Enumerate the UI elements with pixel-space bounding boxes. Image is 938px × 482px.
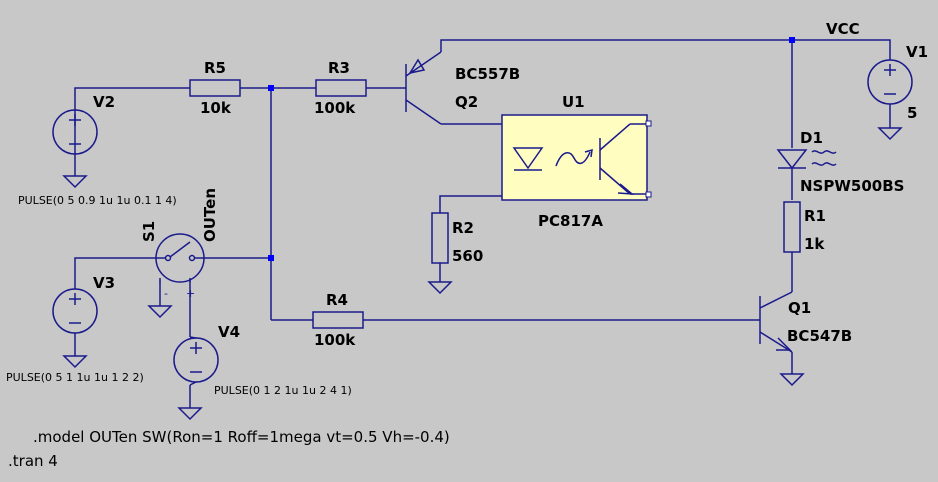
ground-icon — [780, 367, 804, 386]
resistor-r3[interactable]: R3 100k — [314, 59, 367, 117]
q1-name: Q1 — [788, 299, 811, 317]
optocoupler-u1[interactable]: U1 PC817A — [501, 93, 652, 230]
r2-name: R2 — [452, 219, 474, 237]
ground-icon — [63, 349, 87, 368]
resistor-r5[interactable]: R5 10k — [189, 59, 241, 117]
r4-value: 100k — [314, 331, 356, 349]
ground-icon — [878, 121, 902, 140]
ground-icon — [63, 169, 87, 188]
v1-name: V1 — [906, 43, 928, 61]
q2-value: BC557B — [455, 65, 520, 83]
r3-value: 100k — [314, 99, 356, 117]
r5-value: 10k — [200, 99, 232, 117]
resistor-r1[interactable]: R1 1k — [783, 201, 826, 253]
resistor-r2[interactable]: R2 560 — [431, 212, 483, 276]
source-v1[interactable]: V1 5 — [867, 43, 928, 122]
q2-name: Q2 — [455, 93, 478, 111]
u1-name: U1 — [562, 93, 585, 111]
v1-value: 5 — [907, 104, 917, 122]
s1-name: S1 — [140, 221, 158, 242]
u1-value: PC817A — [538, 212, 603, 230]
s1-value: OUTen — [201, 188, 219, 242]
s1-minus: - — [164, 287, 168, 300]
v2-name: V2 — [93, 93, 115, 111]
s1-plus: + — [186, 287, 195, 300]
tran-directive[interactable]: .tran 4 — [8, 452, 58, 470]
d1-name: D1 — [800, 129, 823, 147]
r1-name: R1 — [804, 207, 826, 225]
source-v2[interactable]: V2 PULSE(0 5 0.9 1u 1u 0.1 1 4) — [18, 93, 177, 207]
junction-dot — [789, 37, 795, 43]
resistor-r4[interactable]: R4 100k — [312, 291, 364, 349]
v4-name: V4 — [218, 323, 240, 341]
ground-icon — [178, 401, 202, 420]
junction-dot — [268, 255, 274, 261]
transistor-q2[interactable]: BC557B Q2 — [395, 51, 520, 125]
v3-value: PULSE(0 5 1 1u 1u 1 2 2) — [6, 371, 144, 384]
v2-value: PULSE(0 5 0.9 1u 1u 0.1 1 4) — [18, 194, 177, 207]
wires — [74, 39, 891, 402]
junction-dot — [268, 85, 274, 91]
r2-value: 560 — [452, 247, 483, 265]
r3-name: R3 — [328, 59, 350, 77]
model-directive[interactable]: .model OUTen SW(Ron=1 Roff=1mega vt=0.5 … — [33, 428, 450, 446]
source-v3[interactable]: V3 PULSE(0 5 1 1u 1u 1 2 2) — [6, 274, 144, 384]
v4-value: PULSE(0 1 2 1u 1u 2 4 1) — [214, 384, 352, 397]
switch-s1[interactable]: S1 OUTen - + — [140, 188, 219, 300]
r1-value: 1k — [804, 235, 825, 253]
net-label-vcc: VCC — [826, 20, 860, 38]
ground-icon — [148, 299, 172, 318]
transistor-q1[interactable]: Q1 BC547B — [752, 291, 852, 353]
r5-name: R5 — [204, 59, 226, 77]
r4-name: R4 — [326, 291, 348, 309]
q1-value: BC547B — [787, 327, 852, 345]
led-d1[interactable]: D1 NSPW500BS — [776, 129, 904, 195]
ground-icon — [428, 275, 452, 294]
v3-name: V3 — [93, 274, 115, 292]
d1-value: NSPW500BS — [800, 177, 904, 195]
source-v4[interactable]: V4 PULSE(0 1 2 1u 1u 2 4 1) — [173, 323, 352, 397]
